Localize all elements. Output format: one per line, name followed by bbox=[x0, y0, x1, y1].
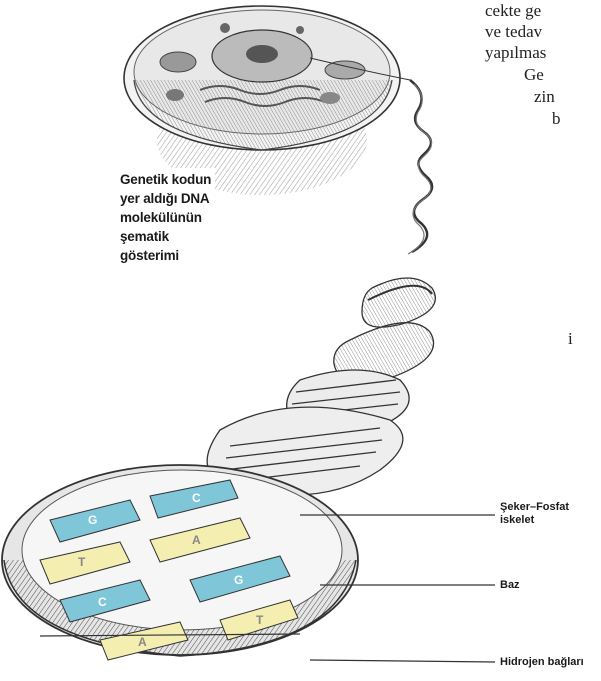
caption-line-4: şematik bbox=[120, 227, 211, 246]
body-text-line-4: Ge bbox=[524, 64, 544, 86]
base-letter-5: C bbox=[98, 595, 107, 609]
label-sugar-phosphate: Şeker–Fosfat iskelet bbox=[500, 501, 569, 527]
base-letter-1: G bbox=[88, 513, 97, 527]
base-letter-6: G bbox=[234, 573, 243, 587]
base-letter-3: T bbox=[78, 555, 86, 569]
body-text-line-6: b bbox=[552, 108, 561, 130]
label-sugar-phosphate-line-1: Şeker–Fosfat bbox=[500, 501, 569, 514]
body-text-line-1: cekte ge bbox=[485, 0, 541, 22]
base-letter-7: A bbox=[138, 635, 147, 649]
label-base: Baz bbox=[500, 579, 520, 592]
caption-line-2: yer aldığı DNA bbox=[120, 189, 211, 208]
base-letter-8: T bbox=[256, 613, 264, 627]
body-text-line-5: zin bbox=[534, 86, 555, 108]
base-letter-2: C bbox=[192, 491, 201, 505]
cell-illustration bbox=[124, 6, 410, 195]
label-hydrogen-bonds: Hidrojen bağları bbox=[500, 656, 584, 669]
body-text-line-3: yapılmas bbox=[485, 42, 546, 64]
base-letter-4: A bbox=[192, 533, 201, 547]
label-sugar-phosphate-line-2: iskelet bbox=[500, 514, 569, 527]
caption-line-1: Genetik kodun bbox=[120, 170, 211, 189]
body-text-line-7: i bbox=[568, 328, 573, 350]
caption-line-3: molekülünün bbox=[120, 208, 211, 227]
body-text-line-2: ve tedav bbox=[485, 21, 542, 43]
caption-line-5: gösterimi bbox=[120, 246, 211, 265]
figure-caption: Genetik kodun yer aldığı DNA molekülünün… bbox=[118, 168, 215, 267]
dna-cross-section: G C T A C G A T bbox=[2, 465, 358, 660]
